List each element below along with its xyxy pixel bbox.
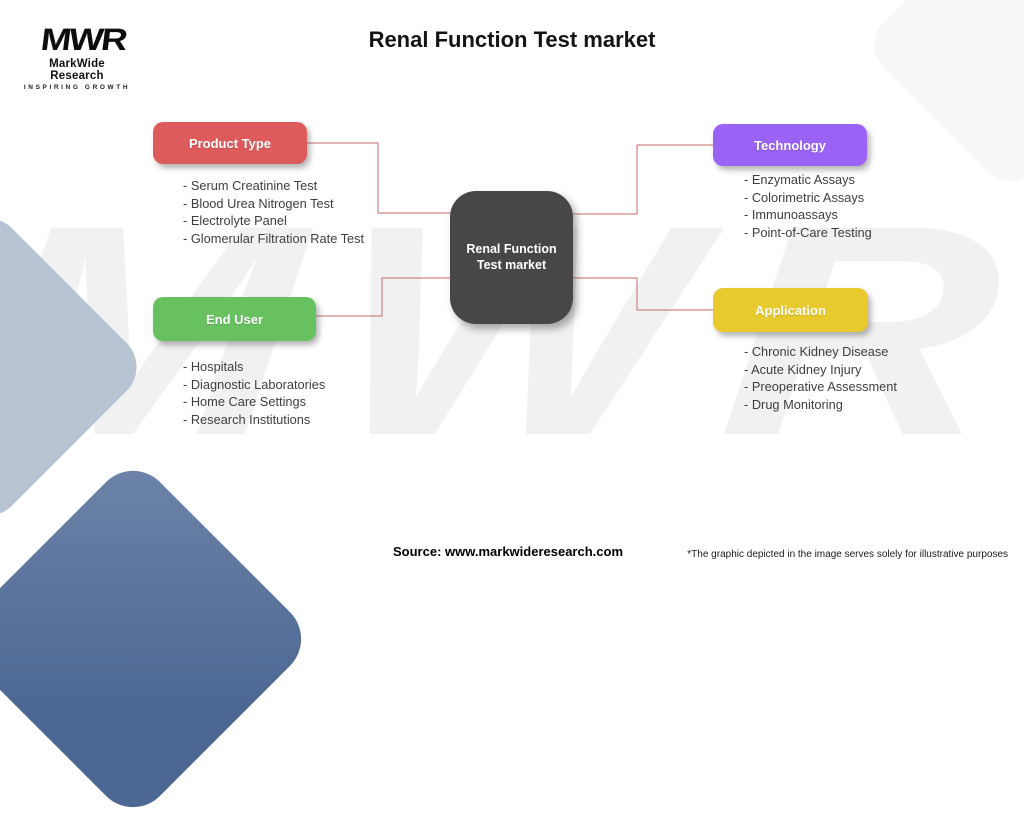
- list-item: - Research Institutions: [183, 411, 311, 427]
- item-list-end-user: - Hospitals - Diagnostic Laboratories - Ho…: [183, 358, 325, 428]
- list-item: - Drug Monitoring: [744, 396, 843, 412]
- branch-box-product-type: Product Type: [153, 122, 307, 164]
- list-item: - Hospitals: [183, 359, 244, 374]
- center-node: Renal Function Test market: [450, 191, 573, 324]
- connector-product-type: [307, 142, 450, 214]
- list-item: - Point-of-Care Testing: [744, 224, 872, 240]
- connector-technology: [573, 144, 713, 215]
- item-list-product-type: - Serum Creatinine Test - Blood Urea Nitr…: [183, 177, 364, 247]
- list-item: - Enzymatic Assays: [744, 172, 855, 187]
- connector-application: [573, 277, 713, 311]
- page-title: Renal Function Test market: [368, 27, 656, 52]
- disclaimer-text: *The graphic depicted in the image serve…: [687, 549, 1008, 560]
- list-item: - Diagnostic Laboratories: [183, 376, 326, 392]
- list-item: - Blood Urea Nitrogen Test: [183, 195, 334, 211]
- connector-lines: [307, 142, 713, 317]
- item-list-application: - Chronic Kidney Disease - Acute Kidney I…: [744, 343, 897, 413]
- source-text: Source: www.markwideresearch.com: [393, 544, 624, 559]
- item-list-technology: - Enzymatic Assays - Colorimetric Assays -…: [744, 171, 872, 241]
- logo-tagline: INSPIRING GROWTH: [23, 84, 131, 91]
- logo-name: MarkWide Research: [49, 58, 105, 82]
- list-item: - Glomerular Filtration Rate Test: [183, 230, 365, 246]
- branch-box-technology: Technology: [713, 124, 867, 166]
- list-item: - Preoperative Assessment: [744, 379, 897, 395]
- list-item: - Immunoassays: [744, 207, 838, 223]
- list-item: - Chronic Kidney Disease: [744, 344, 889, 359]
- branch-box-end-user: End User: [153, 297, 316, 341]
- list-item: - Home Care Settings: [183, 394, 307, 410]
- list-item: - Serum Creatinine Test: [183, 178, 318, 193]
- markwide-logo: MWR MarkWide Research INSPIRING GROWTH: [22, 22, 132, 91]
- connector-end-user: [316, 277, 450, 317]
- branch-box-application: Application: [713, 288, 868, 332]
- list-item: - Electrolyte Panel: [183, 213, 287, 229]
- list-item: - Acute Kidney Injury: [744, 361, 862, 377]
- list-item: - Colorimetric Assays: [744, 189, 865, 205]
- canvas: MWR MWR MarkWide Research INSPIRING GROW…: [0, 22, 1024, 823]
